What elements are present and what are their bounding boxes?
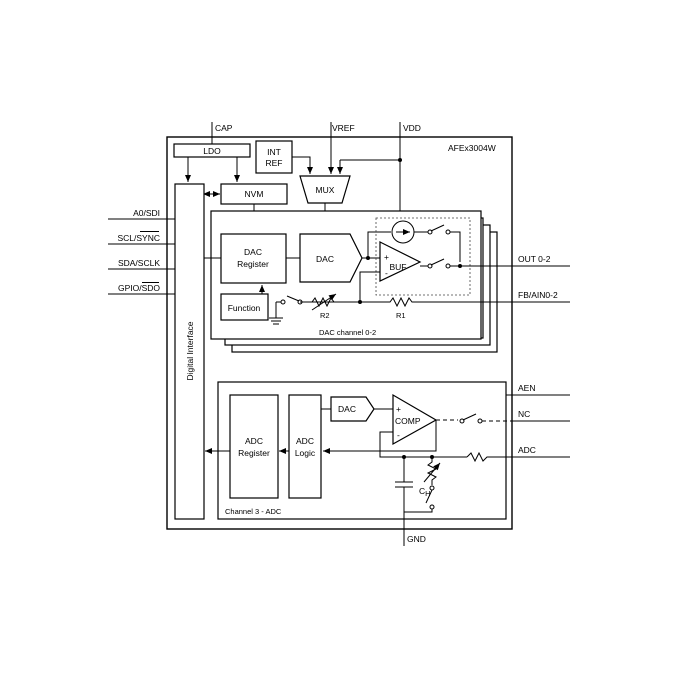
pin-vref-label: VREF bbox=[332, 123, 355, 133]
comp-plus: + bbox=[396, 404, 401, 414]
dac-register-block bbox=[220, 233, 287, 284]
pin-gpio-sdo-label: GPIO/SDO bbox=[118, 283, 160, 293]
adc-channel-label: Channel 3 - ADC bbox=[225, 507, 282, 516]
pin-adc-label: ADC bbox=[518, 445, 536, 455]
buf-label: BUF bbox=[390, 262, 407, 272]
adc-register-label-1: ADC bbox=[245, 436, 263, 446]
dac-register-label-1: DAC bbox=[244, 247, 262, 257]
dac-register-label-2: Register bbox=[237, 259, 269, 269]
pin-sda-sclk-label: SDA/SCLK bbox=[118, 258, 160, 268]
comp-label: COMP bbox=[395, 416, 421, 426]
r2-label: R2 bbox=[320, 311, 330, 320]
dac-label: DAC bbox=[316, 254, 334, 264]
nvm-label: NVM bbox=[245, 189, 264, 199]
adc-logic-block bbox=[288, 394, 322, 499]
pin-fb-ain-label: FB/AIN0-2 bbox=[518, 290, 558, 300]
mux-label: MUX bbox=[316, 185, 335, 195]
pin-cap-label: CAP bbox=[215, 123, 233, 133]
comp-minus: - bbox=[397, 430, 400, 440]
pin-a0-sdi-label: A0/SDI bbox=[133, 208, 160, 218]
chip-outline bbox=[166, 136, 513, 530]
adc-dac-label: DAC bbox=[338, 404, 356, 414]
int-ref-label-2: REF bbox=[266, 158, 283, 168]
ldo-block bbox=[173, 143, 251, 158]
int-ref-block bbox=[255, 140, 293, 174]
comparator bbox=[392, 393, 438, 446]
int-ref-label-1: INT bbox=[267, 147, 281, 157]
adc-dac-block bbox=[330, 396, 375, 422]
buf-plus: + bbox=[384, 252, 389, 262]
digital-interface-block bbox=[174, 183, 205, 520]
r1-label: R1 bbox=[396, 311, 406, 320]
pin-gnd-label: GND bbox=[407, 534, 426, 544]
pin-aen-label: AEN bbox=[518, 383, 535, 393]
function-label: Function bbox=[228, 303, 261, 313]
buf-minus: - bbox=[385, 268, 388, 278]
device-name: AFEx3004W bbox=[448, 143, 496, 153]
adc-register-label-2: Register bbox=[238, 448, 270, 458]
ch-label: CH bbox=[419, 486, 431, 498]
function-block bbox=[220, 293, 269, 321]
mux-block bbox=[299, 175, 351, 204]
adc-logic-label-2: Logic bbox=[295, 448, 316, 458]
adc-register-block bbox=[229, 394, 279, 499]
pin-scl-sync-label: SCL/SYNC bbox=[117, 233, 160, 243]
ldo-label: LDO bbox=[203, 146, 221, 156]
output-switch-group bbox=[375, 217, 471, 296]
dac-block bbox=[299, 233, 363, 283]
digital-interface-label: Digital Interface bbox=[185, 321, 195, 380]
pin-nc-label: NC bbox=[518, 409, 530, 419]
adc-logic-label-1: ADC bbox=[296, 436, 314, 446]
dac-channel-label: DAC channel 0-2 bbox=[319, 328, 376, 337]
buffer-amp bbox=[379, 241, 422, 282]
pin-out-label: OUT 0-2 bbox=[518, 254, 551, 264]
pin-vdd-label: VDD bbox=[403, 123, 421, 133]
